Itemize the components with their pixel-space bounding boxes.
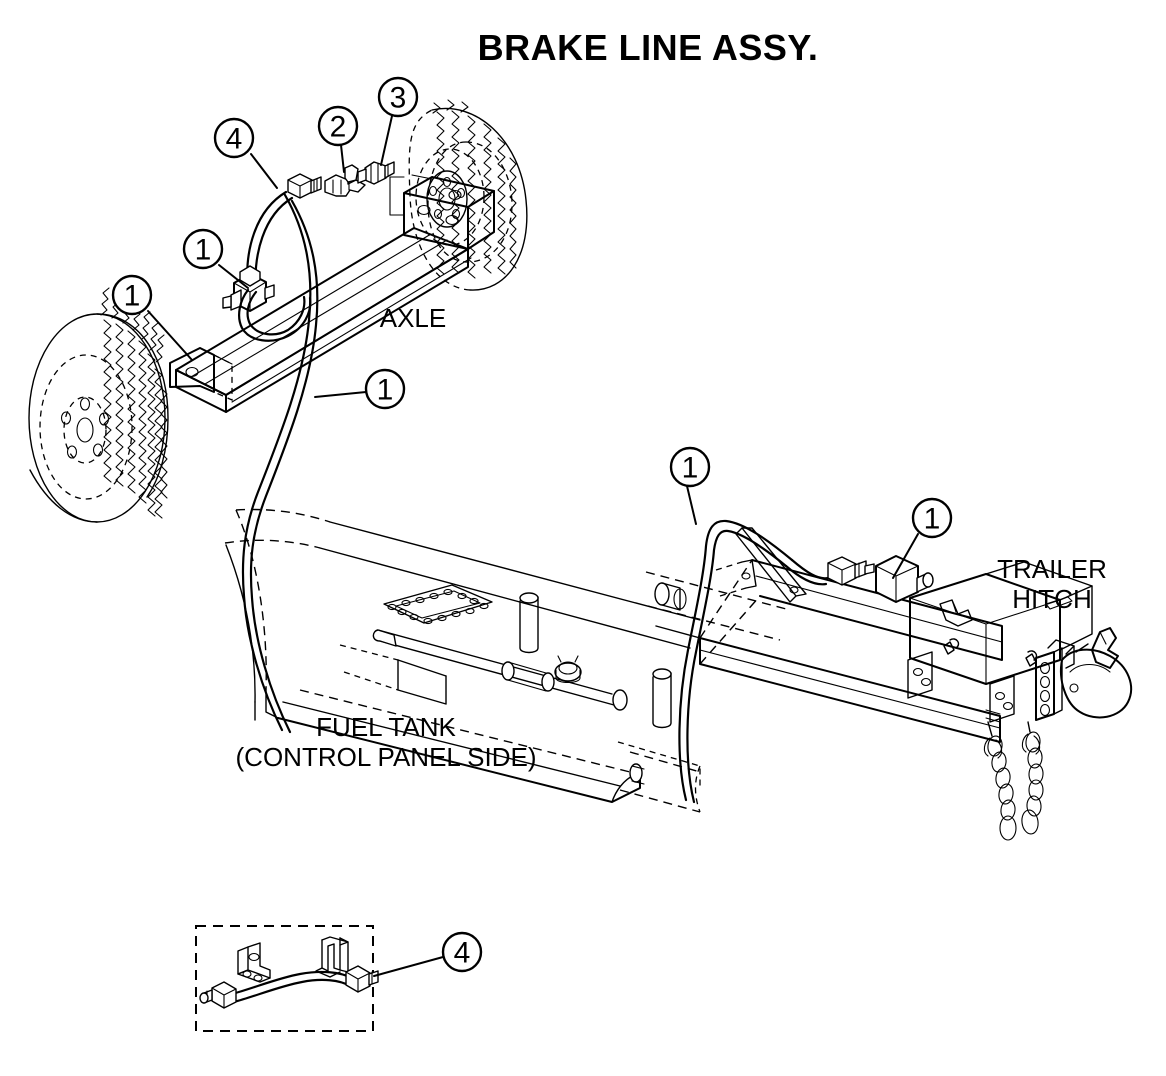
hitch-clips bbox=[943, 638, 1038, 667]
callout-1-left-axle-circle[interactable] bbox=[111, 274, 153, 316]
callout-leader-lines bbox=[147, 115, 919, 977]
callout-1-axle-tee-number: 1 bbox=[195, 234, 212, 267]
label-trailer-hitch-line2: HITCH bbox=[1012, 584, 1091, 614]
leader-7 bbox=[686, 485, 697, 525]
angle-bracket bbox=[237, 942, 271, 983]
callout-3-bolt[interactable]: 3 bbox=[377, 76, 419, 118]
tongue-tube-stub bbox=[654, 582, 687, 611]
hitch-drop-plate bbox=[1035, 639, 1075, 721]
callout-3-bolt-circle[interactable] bbox=[377, 76, 419, 118]
mounting-plate bbox=[383, 584, 493, 625]
label-fuel-tank-line2: (CONTROL PANEL SIDE) bbox=[236, 742, 537, 772]
bolt-fitting-item3 bbox=[357, 161, 395, 185]
callout-1-line-mid[interactable]: 1 bbox=[364, 368, 406, 410]
callout-1-line-mid-number: 1 bbox=[377, 374, 394, 407]
safety-chains bbox=[983, 709, 1044, 841]
callout-2-elbow-circle[interactable] bbox=[317, 105, 359, 147]
page-title: BRAKE LINE ASSY. bbox=[478, 27, 819, 68]
hose-end-nut bbox=[287, 173, 322, 199]
leader-6 bbox=[314, 391, 367, 398]
callout-1-line-mid-circle[interactable] bbox=[364, 368, 406, 410]
leader-5 bbox=[380, 115, 393, 166]
trailer-hitch-coupler bbox=[907, 561, 1133, 841]
callout-1-hitch-line-circle[interactable] bbox=[669, 446, 711, 488]
callout-4-hose-upper[interactable]: 4 bbox=[213, 117, 255, 159]
callout-1-left-axle[interactable]: 1 bbox=[111, 274, 153, 316]
brake-line-main-run bbox=[238, 193, 319, 734]
callout-4-detail-number: 4 bbox=[454, 937, 471, 970]
leader-3 bbox=[250, 153, 278, 189]
hitch-brake-fittings bbox=[827, 555, 934, 603]
callout-1-hitch-block-circle[interactable] bbox=[911, 497, 953, 539]
callout-4-hose-upper-number: 4 bbox=[226, 123, 243, 156]
axle-beam bbox=[169, 176, 495, 413]
callout-2-elbow[interactable]: 2 bbox=[317, 105, 359, 147]
hitch-ball-coupler bbox=[1060, 627, 1133, 719]
hitch-block-fitting-item1 bbox=[875, 555, 934, 603]
callout-4-hose-upper-circle[interactable] bbox=[213, 117, 255, 159]
callout-1-axle-tee-circle[interactable] bbox=[182, 228, 224, 270]
tank-standpipes bbox=[519, 592, 672, 729]
callout-4-detail-circle[interactable] bbox=[441, 931, 483, 973]
leader-4 bbox=[340, 144, 345, 173]
callout-bubbles: 1 1 4 2 3 1 1 1 4 bbox=[111, 76, 953, 973]
leader-8 bbox=[892, 533, 919, 579]
tongue-bracket bbox=[715, 527, 807, 603]
callout-1-hitch-line[interactable]: 1 bbox=[669, 446, 711, 488]
leader-2 bbox=[218, 264, 249, 289]
label-fuel-tank-line1: FUEL TANK bbox=[316, 712, 456, 742]
callout-4-detail[interactable]: 4 bbox=[441, 931, 483, 973]
leader-9 bbox=[373, 956, 444, 977]
spring-clip bbox=[315, 936, 349, 978]
label-trailer-hitch-line1: TRAILER bbox=[997, 554, 1107, 584]
brake-line-hitch-run bbox=[678, 519, 830, 804]
callout-1-hitch-line-number: 1 bbox=[682, 452, 699, 485]
tank-strut bbox=[372, 629, 628, 711]
callout-1-axle-tee[interactable]: 1 bbox=[182, 228, 224, 270]
hitch-hose-nut bbox=[827, 556, 875, 586]
callout-1-hitch-block-number: 1 bbox=[924, 503, 941, 536]
axle-brake-fittings bbox=[246, 161, 395, 294]
tire-tread-right bbox=[432, 99, 517, 279]
tire-tread bbox=[100, 287, 168, 519]
elbow-fitting-item2 bbox=[324, 164, 366, 197]
detail-view-item-4 bbox=[195, 925, 379, 1032]
label-axle: AXLE bbox=[380, 303, 447, 333]
leader-1 bbox=[147, 310, 193, 361]
hitch-latch-lever bbox=[939, 599, 973, 627]
tank-fitting bbox=[554, 655, 582, 684]
callout-3-bolt-number: 3 bbox=[390, 82, 407, 115]
brake-hose-assembly bbox=[199, 965, 379, 1009]
callout-1-hitch-block[interactable]: 1 bbox=[911, 497, 953, 539]
callout-2-elbow-number: 2 bbox=[330, 111, 347, 144]
right-wheel bbox=[408, 99, 528, 291]
callout-1-left-axle-number: 1 bbox=[124, 280, 141, 313]
left-wheel bbox=[28, 287, 169, 523]
